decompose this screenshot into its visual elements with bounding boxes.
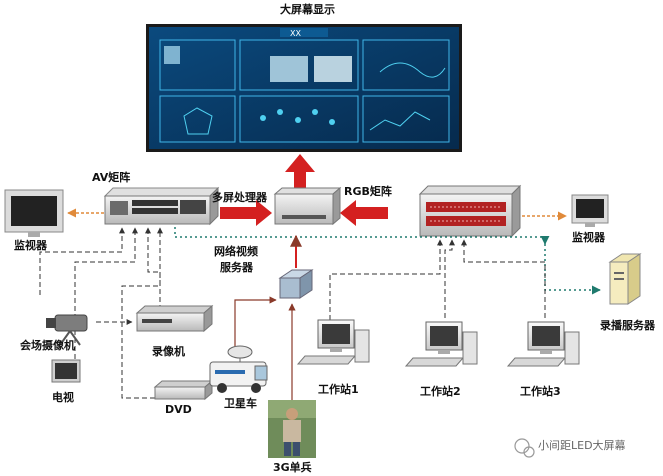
dvd-player [153, 379, 214, 401]
label-recording-server: 录播服务器 [600, 319, 655, 332]
camera [46, 314, 88, 346]
teal-dotted-link [174, 227, 550, 245]
label-satellite-truck: 卫星车 [224, 397, 257, 410]
workstation-1-device [296, 319, 370, 365]
label-av-matrix: AV矩阵 [92, 171, 131, 184]
tv [51, 359, 81, 383]
recording-server [608, 253, 642, 305]
vcr [135, 304, 214, 333]
label-tv: 电视 [52, 391, 74, 404]
wechat-icon [514, 438, 535, 458]
label-venue-camera: 会场摄像机 [20, 339, 75, 352]
label-monitor-right: 监视器 [572, 231, 605, 244]
left-monitor [4, 189, 64, 237]
red-arrow-av-to-processor [220, 200, 272, 226]
rgb-matrix-device [418, 184, 522, 238]
multi-screen-processor-device [273, 186, 342, 226]
red-arrow-rgb-to-processor [340, 200, 388, 226]
label-vcr: 录像机 [152, 345, 185, 358]
label-workstation-1: 工作站1 [318, 383, 359, 396]
label-network-video-server-1: 网络视频 [214, 245, 258, 258]
workstation-3-device [506, 321, 580, 367]
label-multi-screen-processor: 多屏处理器 [212, 191, 267, 204]
label-network-video-server-2: 服务器 [220, 261, 253, 274]
satellite-truck [209, 345, 268, 393]
soldier-3g-photo [268, 400, 316, 458]
watermark-text: 小间距LED大屏幕 [538, 439, 626, 452]
right-monitor [571, 194, 609, 227]
label-workstation-2: 工作站2 [420, 385, 461, 398]
title-big-screen: 大屏幕显示 [280, 3, 335, 16]
label-dvd: DVD [165, 403, 192, 416]
red-arrow-up [285, 154, 315, 188]
big-screen: XX [146, 24, 462, 152]
av-matrix-device [103, 186, 220, 226]
workstation-2-device [404, 321, 478, 367]
screen-header: XX [290, 29, 301, 38]
label-workstation-3: 工作站3 [520, 385, 561, 398]
label-rgb-matrix: RGB矩阵 [344, 185, 392, 198]
label-soldier-3g: 3G单兵 [273, 461, 312, 474]
label-monitor-left: 监视器 [14, 239, 47, 252]
network-video-server [278, 269, 314, 299]
